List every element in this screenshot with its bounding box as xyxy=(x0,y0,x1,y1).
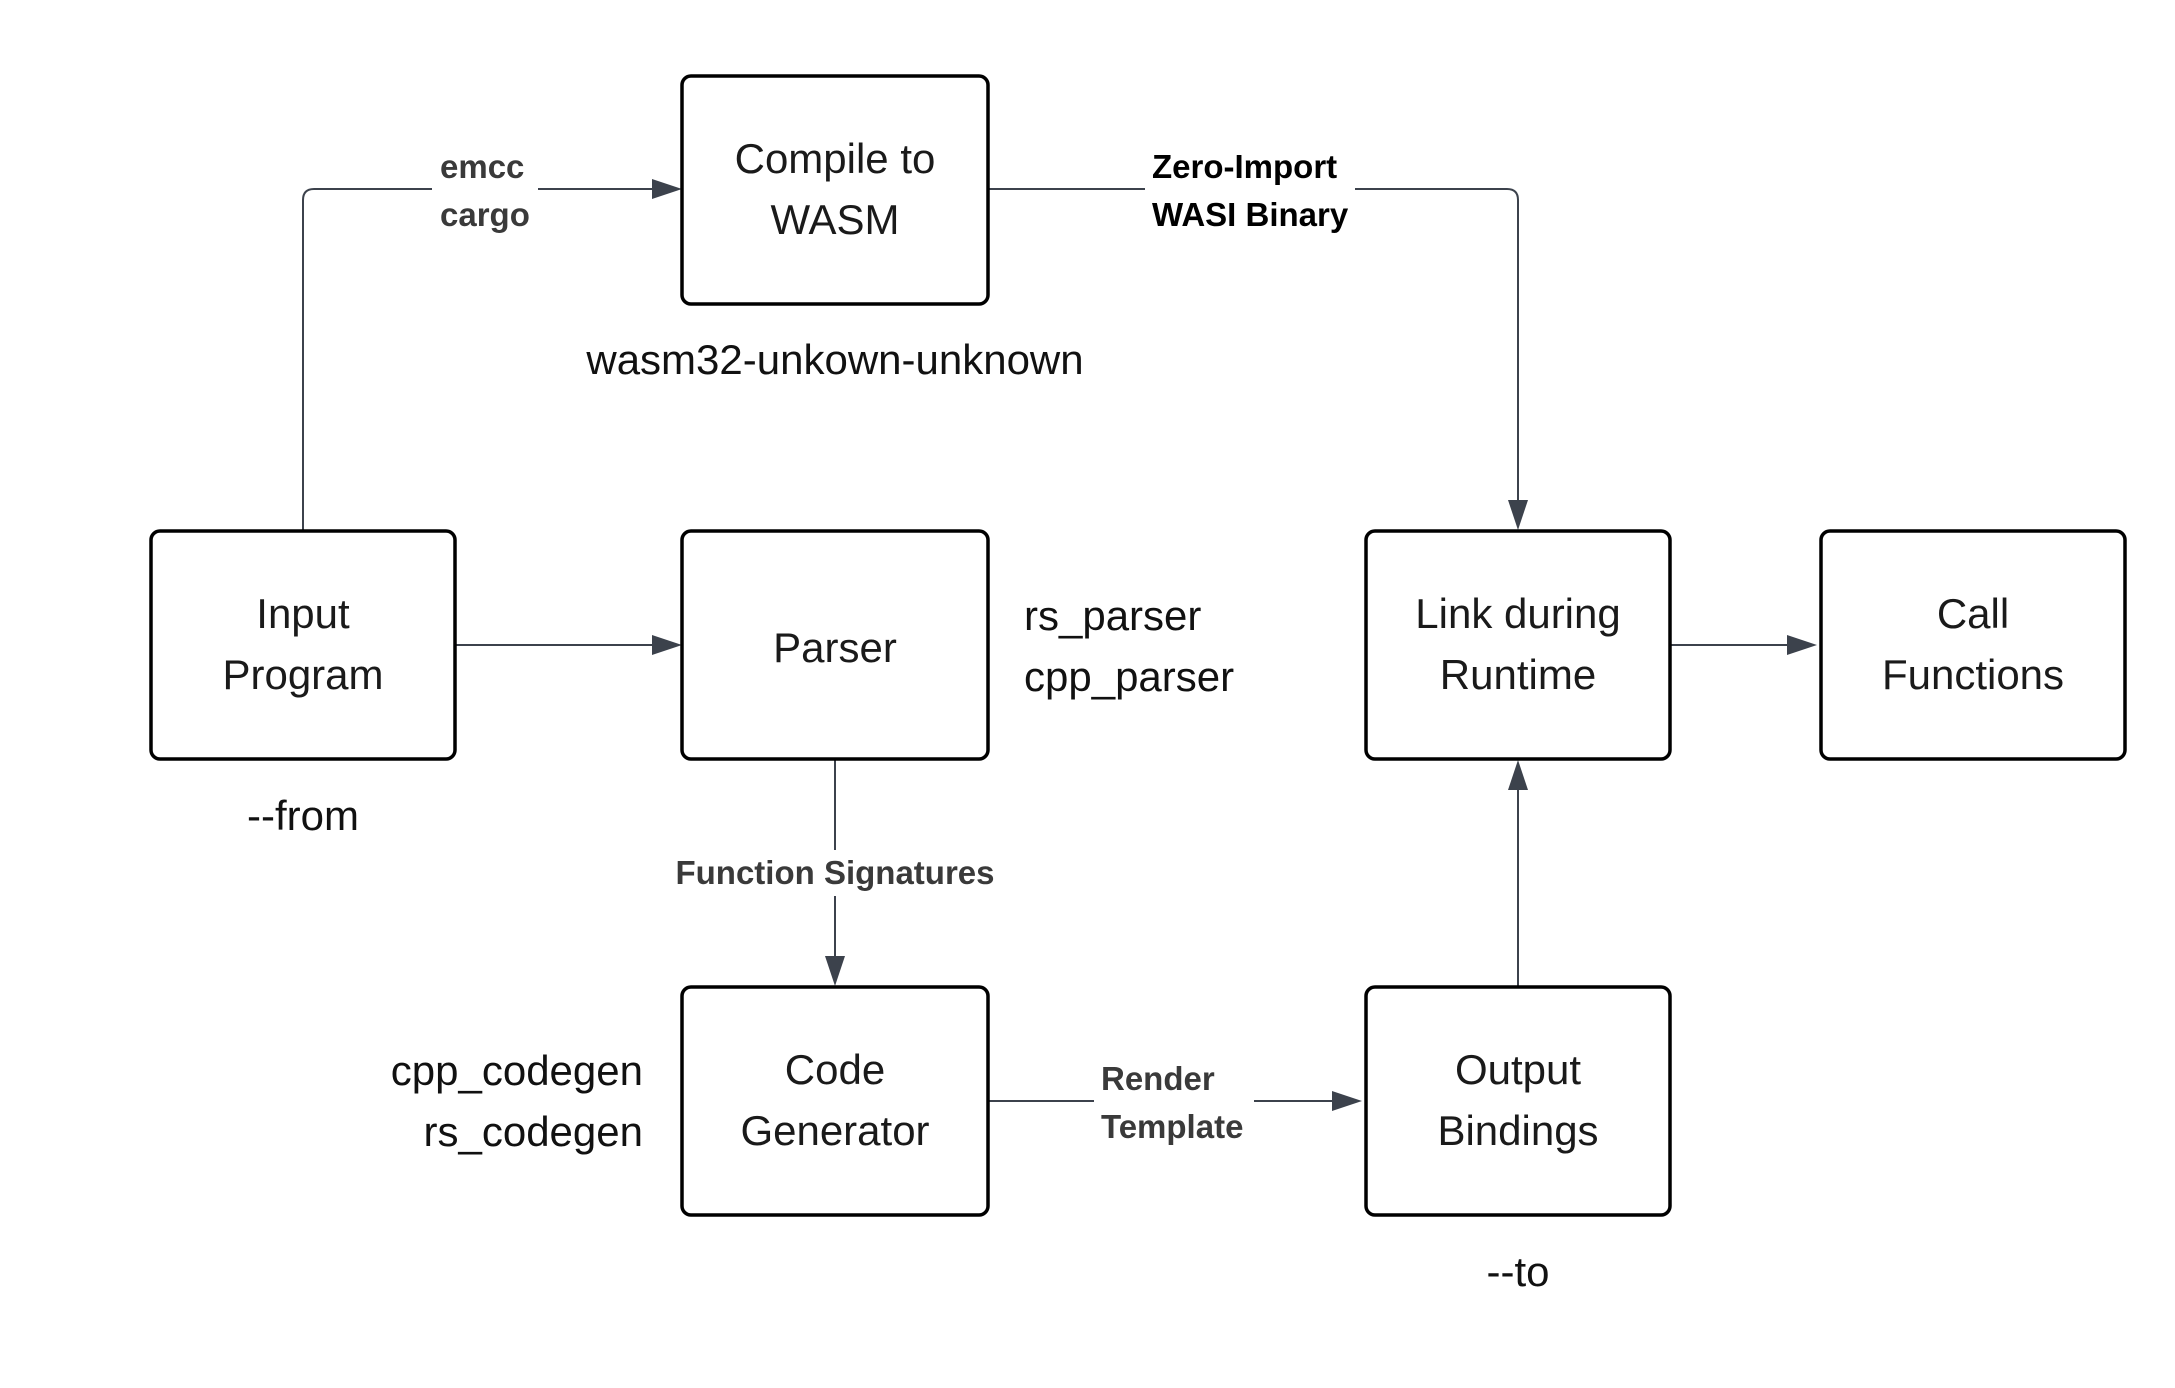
node-parser-label: Parser xyxy=(773,624,897,671)
note-parser-impl-2: cpp_parser xyxy=(1024,653,1234,700)
edge-input-to-parser-arrowhead xyxy=(652,635,682,655)
node-compile-to-wasm: Compile to WASM xyxy=(680,74,990,306)
edge-input-to-compile xyxy=(302,179,682,530)
edge-label-compile-to-link: Zero-Import WASI Binary xyxy=(1145,142,1355,238)
node-code-generator-label-1: Code xyxy=(785,1046,885,1093)
node-code-generator-box xyxy=(680,985,990,1217)
edge-label-input-to-compile-bg xyxy=(432,142,538,238)
node-compile-to-wasm-label-1: Compile to xyxy=(735,135,936,182)
node-link-during-runtime-box xyxy=(1364,529,1672,761)
edge-link-to-call-arrowhead xyxy=(1787,635,1817,655)
node-output-bindings-box xyxy=(1364,985,1672,1217)
edge-label-parser-to-codegen: Function Signatures xyxy=(665,850,1005,896)
note-from-flag: --from xyxy=(247,792,359,839)
edge-compile-to-link-arrowhead xyxy=(1508,500,1528,530)
node-compile-to-wasm-box xyxy=(680,74,990,306)
node-call-functions-label-1: Call xyxy=(1937,590,2009,637)
note-wasm-target: wasm32-unkown-unknown xyxy=(585,336,1083,383)
edge-compile-to-link-line xyxy=(988,188,1519,500)
edge-codegen-to-output-arrowhead xyxy=(1332,1091,1362,1111)
edge-label-parser-to-codegen-bg xyxy=(665,850,1005,896)
note-parser-impl-1: rs_parser xyxy=(1024,592,1201,639)
edge-label-parser-to-codegen-line-1: Function Signatures xyxy=(675,854,994,891)
node-parser: Parser xyxy=(680,529,990,761)
node-parser-box xyxy=(680,529,990,761)
edge-parser-to-codegen-arrowhead xyxy=(825,956,845,986)
edge-label-codegen-to-output-line-1: Render xyxy=(1101,1060,1215,1097)
node-input-program: Input Program xyxy=(149,529,457,761)
edge-output-to-link-arrowhead xyxy=(1508,760,1528,790)
node-link-during-runtime: Link during Runtime xyxy=(1364,529,1672,761)
note-codegen-impl-1: cpp_codegen xyxy=(391,1047,643,1094)
edge-label-compile-to-link-bg xyxy=(1145,142,1355,238)
node-input-program-label-1: Input xyxy=(256,590,350,637)
edge-link-to-call xyxy=(1670,635,1817,655)
node-call-functions-label-2: Functions xyxy=(1882,651,2064,698)
edge-label-input-to-compile-line-2: cargo xyxy=(440,196,530,233)
edge-output-to-link xyxy=(1508,760,1528,986)
edge-label-compile-to-link-line-1: Zero-Import xyxy=(1152,148,1337,185)
edge-label-input-to-compile-line-1: emcc xyxy=(440,148,524,185)
edge-label-compile-to-link-line-2: WASI Binary xyxy=(1152,196,1349,233)
edge-input-to-compile-arrowhead xyxy=(652,179,682,199)
node-call-functions: Call Functions xyxy=(1819,529,2127,761)
edge-label-codegen-to-output-line-2: Template xyxy=(1101,1108,1243,1145)
node-output-bindings-label-1: Output xyxy=(1455,1046,1581,1093)
edge-input-to-parser xyxy=(455,635,682,655)
node-compile-to-wasm-label-2: WASM xyxy=(770,196,899,243)
node-code-generator: Code Generator xyxy=(680,985,990,1217)
node-link-during-runtime-label-1: Link during xyxy=(1415,590,1620,637)
note-to-flag: --to xyxy=(1487,1248,1550,1295)
node-code-generator-label-2: Generator xyxy=(740,1107,929,1154)
node-output-bindings: Output Bindings xyxy=(1364,985,1672,1217)
edge-label-input-to-compile: emcc cargo xyxy=(432,142,538,238)
note-codegen-impl-2: rs_codegen xyxy=(424,1108,644,1155)
node-call-functions-box xyxy=(1819,529,2127,761)
node-output-bindings-label-2: Bindings xyxy=(1437,1107,1598,1154)
node-input-program-label-2: Program xyxy=(222,651,383,698)
edge-compile-to-link xyxy=(988,188,1528,530)
edge-label-codegen-to-output: Render Template xyxy=(1094,1054,1254,1150)
node-link-during-runtime-label-2: Runtime xyxy=(1440,651,1596,698)
node-input-program-box xyxy=(149,529,457,761)
edge-input-to-compile-line xyxy=(302,188,660,530)
edge-label-codegen-to-output-bg xyxy=(1094,1054,1254,1150)
